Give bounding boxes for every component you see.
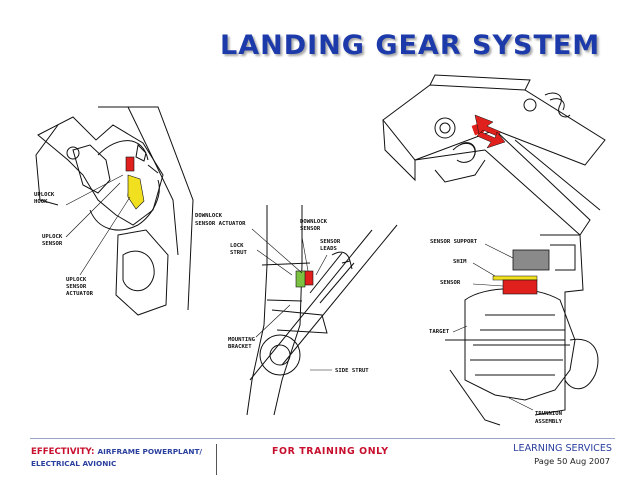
uplock-actuator-yellow <box>127 174 145 210</box>
sensor-support-diagram: SENSOR SUPPORT SHIM SENSOR TARGET TRUNNI… <box>429 234 599 426</box>
footer-divider <box>30 438 615 439</box>
label-uplock-hook-1: UPLOCK <box>34 192 55 198</box>
uplock-diagram: UPLOCK HOOK UPLOCK SENSOR UPLOCK SENSOR … <box>34 106 194 316</box>
label-trunnion-1: TRUNNION <box>535 411 563 417</box>
uplock-sensor-red <box>125 156 135 172</box>
label-side-strut: SIDE STRUT <box>335 368 369 374</box>
sensor-red <box>502 279 538 295</box>
shim-yellow <box>492 275 538 281</box>
label-uplock-sensor-2: SENSOR <box>42 241 63 247</box>
label-sensor-leads-1: SENSOR <box>320 239 341 245</box>
label-target: TARGET <box>429 329 450 335</box>
page-info: Page 50 Aug 2007 <box>534 456 610 466</box>
label-uplock-actuator-2: SENSOR <box>66 284 87 290</box>
downlock-actuator-green <box>295 270 306 288</box>
label-uplock-actuator-1: UPLOCK <box>66 277 87 283</box>
label-downlock-sensor-2: SENSOR <box>300 226 321 232</box>
effectivity-box <box>30 444 217 475</box>
downlock-diagram: DOWNLOCK SENSOR ACTUATOR DOWNLOCK SENSOR… <box>195 205 398 416</box>
effectivity: EFFECTIVITY: AIRFRAME POWERPLANT/ ELECTR… <box>31 446 202 470</box>
page-title: LANDING GEAR SYSTEM <box>220 30 601 61</box>
label-uplock-sensor-1: UPLOCK <box>42 234 63 240</box>
effectivity-value-1: AIRFRAME POWERPLANT/ <box>97 447 203 456</box>
downlock-sensor-red <box>303 270 314 286</box>
effectivity-value-2: ELECTRICAL AVIONIC <box>31 459 117 468</box>
learning-services: LEARNING SERVICES <box>513 443 612 454</box>
label-trunnion-2: ASSEMBLY <box>535 419 563 425</box>
label-lock-strut-1: LOCK <box>230 243 244 249</box>
label-sensor-support: SENSOR SUPPORT <box>430 239 478 245</box>
label-lock-strut-2: STRUT <box>230 250 247 256</box>
label-uplock-actuator-3: ACTUATOR <box>66 291 94 297</box>
label-sensor-leads-2: LEADS <box>320 246 337 252</box>
label-uplock-hook-2: HOOK <box>34 199 48 205</box>
label-downlock-sensor-1: DOWNLOCK <box>300 219 328 225</box>
label-downlock-actuator-2: SENSOR ACTUATOR <box>195 221 246 227</box>
effectivity-label: EFFECTIVITY: <box>31 447 95 457</box>
arrow-icon-2 <box>476 131 506 149</box>
label-sensor: SENSOR <box>440 280 461 286</box>
sensor-support-grey <box>512 249 550 271</box>
training-notice: FOR TRAINING ONLY <box>272 446 389 457</box>
label-mounting-bracket-2: BRACKET <box>228 344 252 350</box>
label-shim: SHIM <box>453 259 467 265</box>
label-downlock-actuator-1: DOWNLOCK <box>195 213 223 219</box>
assembly-diagram <box>382 74 606 236</box>
label-mounting-bracket-1: MOUNTING <box>228 337 256 343</box>
